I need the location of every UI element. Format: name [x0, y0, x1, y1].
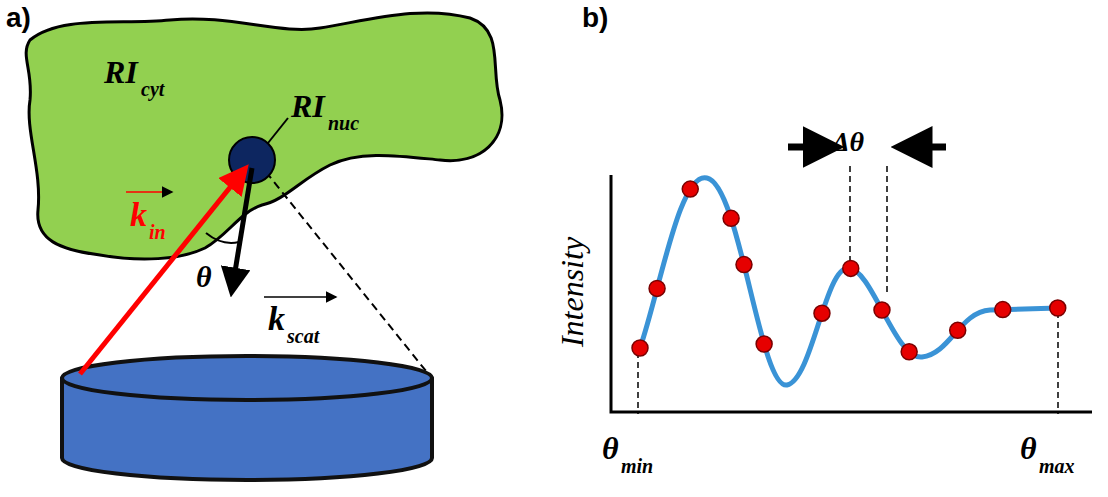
axis-tick-label: θ — [1020, 432, 1037, 464]
delta-marker — [886, 166, 888, 296]
delta-marker — [849, 166, 851, 262]
vector-subscript: scat — [287, 326, 319, 346]
scattered-arrow — [232, 168, 252, 290]
sample-dot — [723, 210, 739, 226]
sample-dot — [843, 260, 859, 276]
angle-label: θ — [196, 262, 212, 292]
region-subscript: nuc — [328, 113, 359, 133]
collection-cone-line — [266, 172, 430, 376]
sample-dot — [1050, 300, 1066, 316]
objective-top — [62, 356, 432, 400]
panel-letter: b) — [582, 4, 608, 32]
panel-letter: a) — [6, 4, 31, 32]
cell-outline — [26, 13, 502, 259]
sample-dot — [901, 344, 917, 360]
angle-arc — [206, 233, 239, 243]
axis-label: Intensity — [556, 237, 588, 347]
axis-tick-subscript: min — [621, 456, 653, 476]
sample-dot — [950, 322, 966, 338]
chart-axes — [611, 175, 1092, 412]
nucleus-leader — [268, 118, 288, 143]
delta-arrow — [901, 144, 946, 151]
sample-dot — [874, 302, 890, 318]
region-subscript: cyt — [141, 79, 164, 99]
sample-dot — [736, 257, 752, 273]
incident-arrow — [80, 170, 244, 374]
vector-label: k — [130, 198, 147, 232]
axis-tick-label: θ — [602, 432, 619, 464]
vector-arrow — [126, 191, 172, 193]
sample-dot — [682, 181, 698, 197]
sample-dot — [814, 305, 830, 321]
sample-dot — [995, 302, 1011, 318]
vector-arrow — [264, 296, 336, 298]
sample-dot — [756, 336, 772, 352]
axis-tick-subscript: max — [1039, 456, 1075, 476]
region-label: RI — [291, 90, 325, 122]
max-marker — [1057, 312, 1059, 414]
sample-dot — [632, 340, 648, 356]
vector-subscript: in — [149, 222, 166, 242]
min-marker — [637, 352, 639, 414]
delta-arrow — [788, 144, 834, 151]
vector-label: k — [268, 302, 285, 336]
spacing-label: Δθ — [832, 128, 864, 156]
intensity-curve — [640, 178, 1058, 385]
sample-dot — [649, 280, 665, 296]
region-label: RI — [104, 56, 138, 88]
